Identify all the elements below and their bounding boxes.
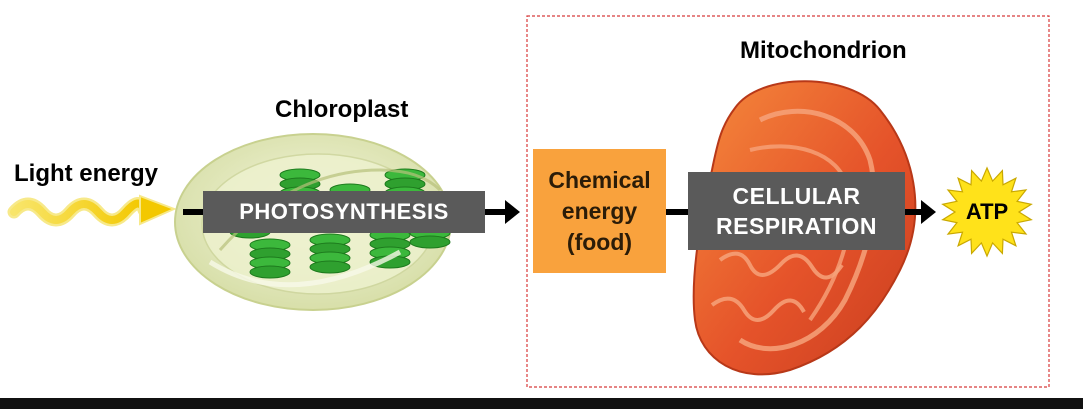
light-energy-label: Light energy (14, 160, 159, 187)
arrow-light-to-photosynthesis (183, 209, 203, 215)
highlight-box (526, 15, 1050, 388)
chemical-energy-line-3: (food) (566, 228, 633, 255)
cellular-respiration-box: CELLULAR RESPIRATION (688, 172, 905, 250)
photosynthesis-box: PHOTOSYNTHESIS (203, 191, 485, 233)
chloroplast-title: Chloroplast (275, 96, 409, 123)
photosynthesis-label: PHOTOSYNTHESIS (239, 199, 449, 224)
thylakoid-disc (409, 235, 451, 249)
arrow-food-to-respiration (666, 209, 688, 215)
wavy-arrow-icon (7, 194, 177, 227)
chemical-energy-line-1: Chemical (548, 166, 651, 193)
chemical-energy-line-2: energy (561, 197, 638, 224)
chemical-energy-box: Chemical energy (food) (533, 149, 666, 273)
starburst-icon (941, 166, 1033, 258)
cellular-respiration-line-2: RESPIRATION (716, 213, 877, 239)
bottom-bar (0, 398, 1083, 409)
thylakoid-disc (249, 265, 291, 279)
thylakoid-disc (309, 260, 351, 274)
arrow-respiration-to-atp (905, 200, 936, 224)
mitochondrion-title: Mitochondrion (740, 37, 907, 64)
atp-label: ATP (965, 199, 1009, 224)
arrow-photosynthesis-to-food (485, 200, 520, 224)
cellular-respiration-line-1: CELLULAR (732, 183, 861, 209)
